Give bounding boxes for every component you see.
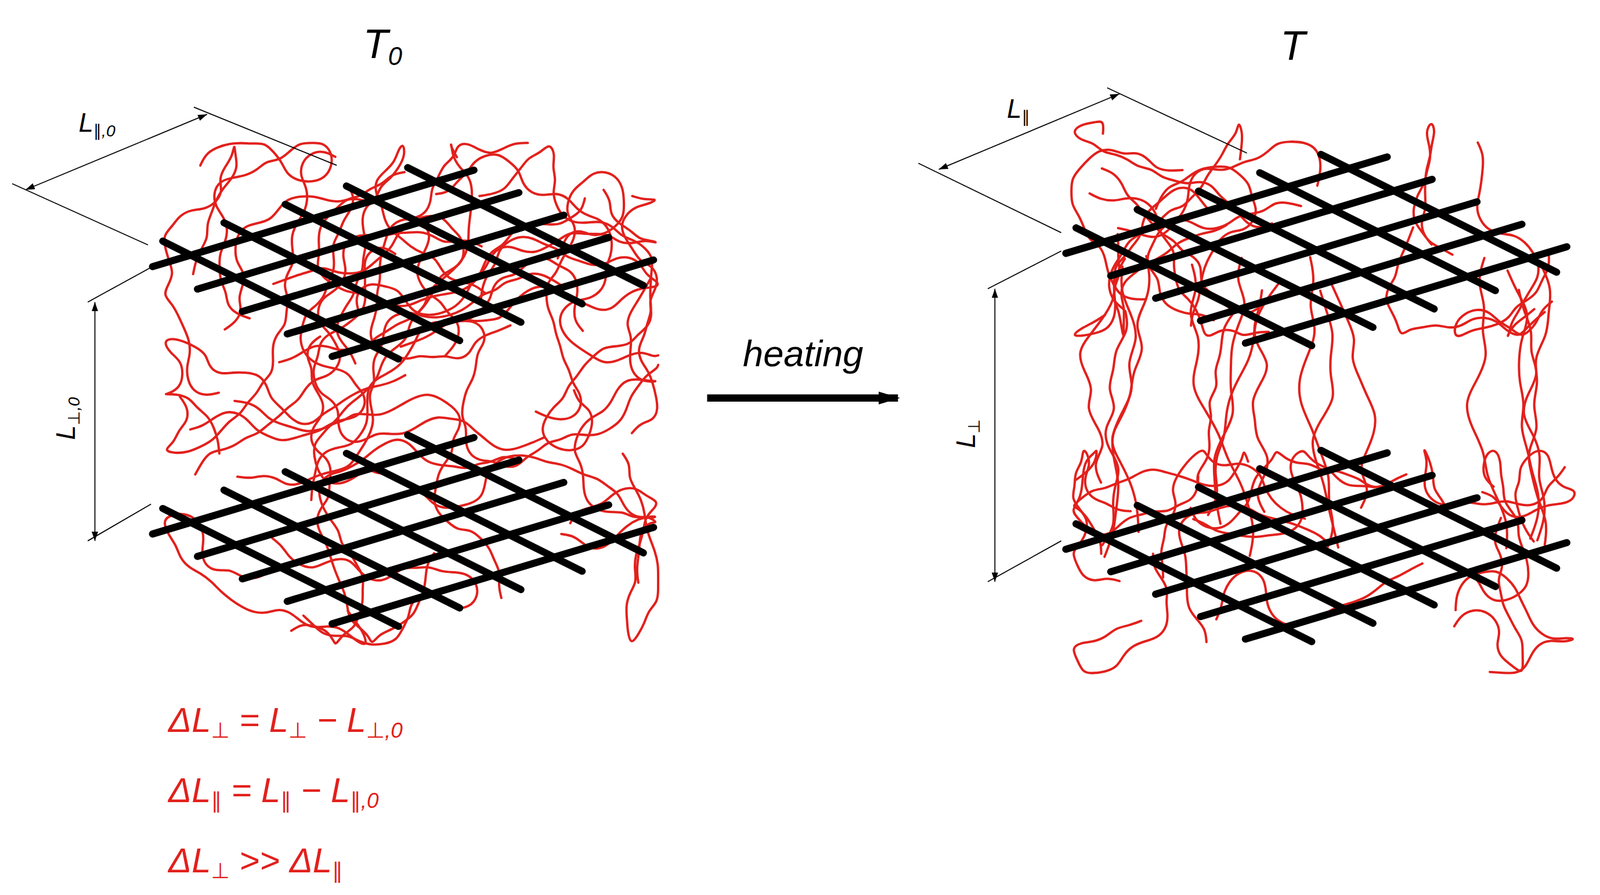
- crosslink-bar: [1245, 246, 1567, 343]
- temperature-label: T0: [363, 21, 403, 71]
- crosslink-bar: [1320, 154, 1557, 273]
- dimension-lines: [12, 87, 1248, 582]
- dimension-label: L⊥: [951, 419, 984, 449]
- heating-arrow: [706, 394, 898, 402]
- crosslink-bar: [331, 527, 654, 624]
- polymer-chain: [1073, 450, 1199, 535]
- crosslink-bar: [407, 434, 644, 553]
- dimension-line: [994, 289, 996, 583]
- crosslinked-sheets: [152, 154, 1567, 642]
- temperature-label: T: [1280, 23, 1306, 68]
- extension-line: [987, 540, 1062, 582]
- polymer-chain: [1104, 266, 1136, 558]
- polymer-chain: [1073, 450, 1131, 581]
- extension-line: [87, 504, 151, 541]
- polymer-chain: [1413, 124, 1453, 255]
- crosslink-bar: [346, 185, 583, 304]
- extension-line: [1107, 87, 1248, 154]
- dimension-line: [25, 114, 208, 190]
- crosslink-bar: [331, 259, 654, 357]
- crosslink-bar: [1259, 468, 1496, 587]
- process-label: heating: [742, 333, 864, 375]
- dimension-label: L∥: [1006, 94, 1031, 126]
- polymer-chains: [164, 121, 1575, 674]
- polymer-chain: [1455, 571, 1573, 673]
- extension-line: [12, 183, 148, 245]
- crosslink-bar: [1320, 450, 1557, 569]
- equation: ΔL⊥ >> ΔL∥: [168, 841, 343, 883]
- dimension-line: [94, 301, 96, 541]
- crosslink-bar: [346, 453, 583, 572]
- equation: ΔL∥ = L∥ − L∥,0: [168, 771, 379, 813]
- extension-line: [987, 251, 1062, 290]
- extension-line: [87, 267, 151, 303]
- extension-line: [193, 107, 337, 166]
- crosslink-bar: [407, 167, 644, 286]
- dimension-line: [938, 94, 1120, 170]
- dimension-label: L⊥,0: [51, 396, 83, 440]
- crosslink-bar: [1245, 542, 1567, 639]
- equation: ΔL⊥ = L⊥ − L⊥,0: [168, 701, 403, 743]
- extension-line: [918, 163, 1061, 233]
- polymer-chain: [1529, 265, 1551, 545]
- polymer-chain: [479, 146, 657, 433]
- dimension-label: L∥,0: [78, 108, 115, 140]
- polymer-chain: [1424, 450, 1565, 512]
- crosslink-bar: [1259, 172, 1496, 291]
- polymer-chain: [190, 185, 366, 441]
